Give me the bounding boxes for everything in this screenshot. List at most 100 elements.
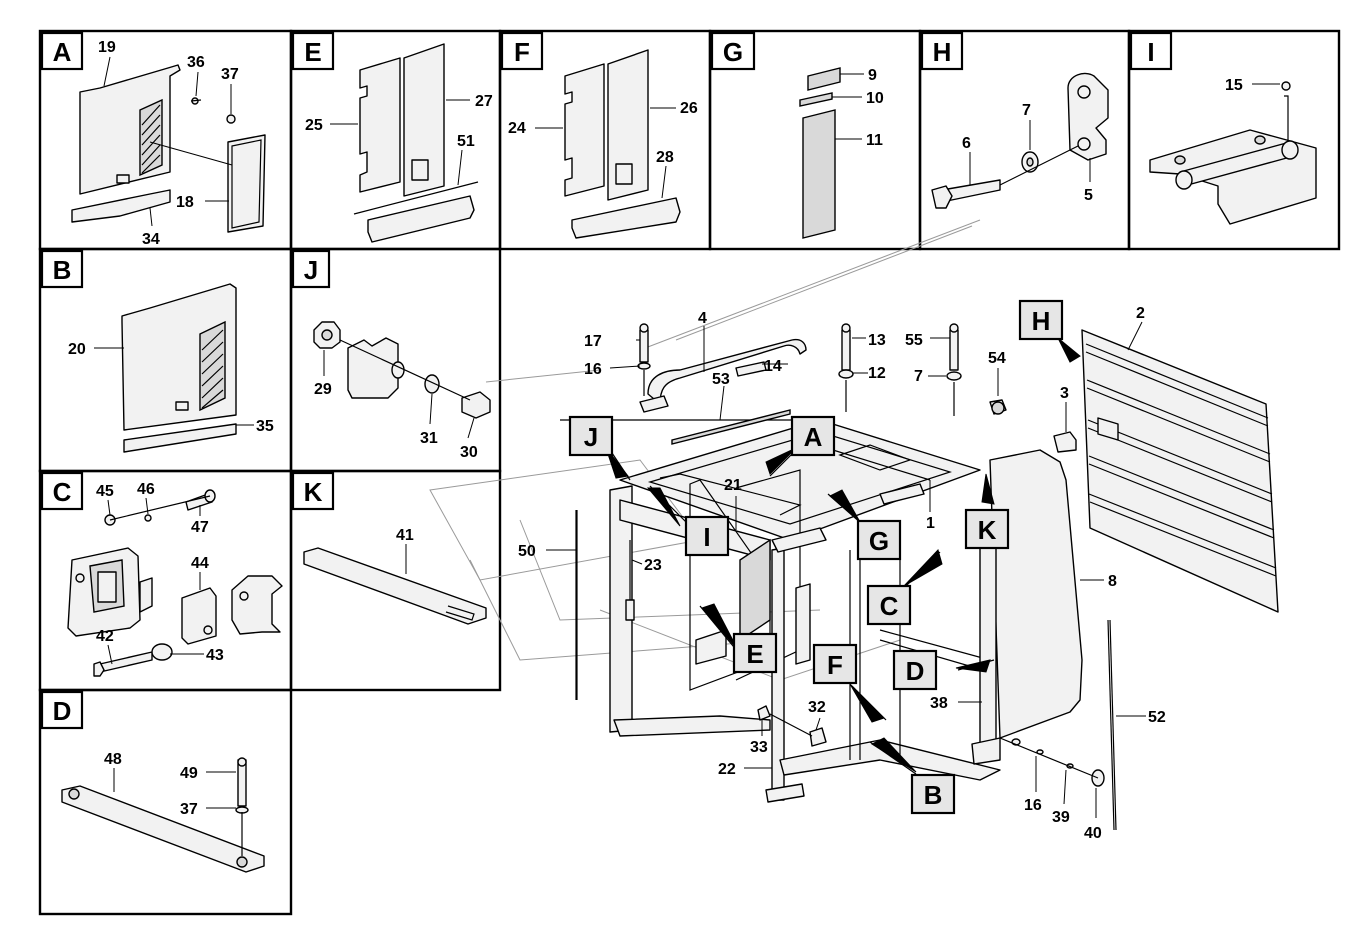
part-label-21: 21 [724, 477, 742, 494]
part-label-12: 12 [868, 365, 886, 382]
part-label-6: 6 [962, 135, 971, 152]
main-callout-H: H [1018, 299, 1064, 341]
panel-letter-F: F [500, 31, 544, 71]
part-label-29: 29 [314, 381, 332, 398]
part-label-34: 34 [142, 231, 160, 248]
panel-letter-D: D [40, 690, 84, 730]
panel-letter-G: G [710, 31, 756, 71]
panel-j-drawing: 29 31 30 [313, 321, 491, 461]
panel-letter-H: H [920, 31, 964, 71]
part-label-47: 47 [191, 519, 209, 536]
panel-i-drawing: 15 [1149, 77, 1317, 225]
panel-letter-B: B [40, 249, 84, 289]
part-label-49: 49 [180, 765, 198, 782]
part-label-37b: 37 [180, 801, 198, 818]
main-callout-I: I [684, 515, 730, 557]
part-label-7b: 7 [914, 368, 923, 385]
svg-text:H: H [933, 37, 952, 67]
part-label-27: 27 [475, 93, 493, 110]
panel-letter-E: E [291, 31, 335, 71]
part-label-1: 1 [926, 515, 935, 532]
part-label-55: 55 [905, 332, 923, 349]
part-label-53: 53 [712, 371, 730, 388]
part-label-13: 13 [868, 332, 886, 349]
part-label-23: 23 [644, 557, 662, 574]
part-label-16b: 16 [1024, 797, 1042, 814]
panel-a-drawing: 19 36 37 18 34 [71, 39, 266, 248]
part-label-18: 18 [176, 194, 194, 211]
svg-text:A: A [804, 422, 823, 452]
svg-text:I: I [1147, 37, 1154, 67]
svg-text:C: C [53, 477, 72, 507]
part-label-22: 22 [718, 761, 736, 778]
main-callout-E: E [732, 632, 778, 674]
svg-text:D: D [53, 696, 72, 726]
svg-text:H: H [1032, 306, 1051, 336]
part-label-8: 8 [1108, 573, 1117, 590]
main-callout-A: A [790, 415, 836, 457]
part-label-51: 51 [457, 133, 475, 150]
part-label-16: 16 [584, 361, 602, 378]
svg-text:B: B [53, 255, 72, 285]
panel-letter-C: C [40, 471, 84, 511]
svg-text:A: A [53, 37, 72, 67]
part-label-44: 44 [191, 555, 209, 572]
main-callout-K: K [964, 508, 1010, 550]
panel-letter-A: A [40, 31, 84, 71]
part-label-26: 26 [680, 100, 698, 117]
panel-h-drawing: 6 7 5 [931, 72, 1109, 209]
part-label-30: 30 [460, 444, 478, 461]
panel-frames [38, 29, 1341, 916]
svg-text:K: K [304, 477, 323, 507]
panel-k-drawing: 41 [303, 527, 487, 625]
part-label-11: 11 [866, 132, 883, 149]
main-callout-G: G [856, 519, 902, 561]
part-label-3: 3 [1060, 385, 1069, 402]
main-callout-F: F [812, 643, 858, 685]
svg-text:E: E [746, 639, 763, 669]
svg-text:C: C [880, 591, 899, 621]
part-label-38: 38 [930, 695, 948, 712]
svg-text:J: J [304, 255, 318, 285]
panel-letter-I: I [1129, 31, 1173, 71]
main-callout-B: B [910, 773, 956, 815]
part-label-52: 52 [1148, 709, 1166, 726]
svg-text:D: D [906, 656, 925, 686]
part-label-39: 39 [1052, 809, 1070, 826]
part-label-40: 40 [1084, 825, 1102, 842]
part-label-7: 7 [1022, 102, 1031, 119]
svg-text:J: J [584, 422, 598, 452]
part-label-42: 42 [96, 628, 114, 645]
part-label-43: 43 [206, 647, 224, 664]
main-callout-D: D [892, 649, 938, 691]
svg-text:B: B [924, 780, 943, 810]
part-label-36: 36 [187, 54, 205, 71]
part-label-20: 20 [68, 341, 86, 358]
main-callout-C: C [866, 584, 912, 626]
main-callout-J: J [568, 415, 614, 457]
svg-text:K: K [978, 515, 997, 545]
part-label-54: 54 [988, 350, 1006, 367]
svg-text:F: F [827, 650, 843, 680]
part-label-41: 41 [396, 527, 414, 544]
part-label-17: 17 [584, 333, 602, 350]
panel-b-drawing: 20 35 [68, 283, 274, 453]
svg-text:F: F [514, 37, 530, 67]
part-label-45: 45 [96, 483, 114, 500]
part-label-10: 10 [866, 90, 884, 107]
main-assembly-drawing: 17 16 4 53 14 13 12 55 7 54 2 3 8 52 50 … [429, 219, 1279, 842]
part-label-31: 31 [420, 430, 438, 447]
part-label-5: 5 [1084, 187, 1093, 204]
panel-f-drawing: 24 26 28 [508, 49, 698, 239]
part-label-32: 32 [808, 699, 826, 716]
part-label-37: 37 [221, 66, 239, 83]
part-label-14: 14 [764, 358, 782, 375]
panel-c-drawing: 45 46 47 44 42 43 [67, 481, 283, 677]
part-label-2: 2 [1136, 305, 1145, 322]
svg-text:G: G [869, 526, 889, 556]
part-label-28: 28 [656, 149, 674, 166]
part-label-9: 9 [868, 67, 877, 84]
part-label-50: 50 [518, 543, 536, 560]
part-label-19: 19 [98, 39, 116, 56]
part-label-24: 24 [508, 120, 526, 137]
